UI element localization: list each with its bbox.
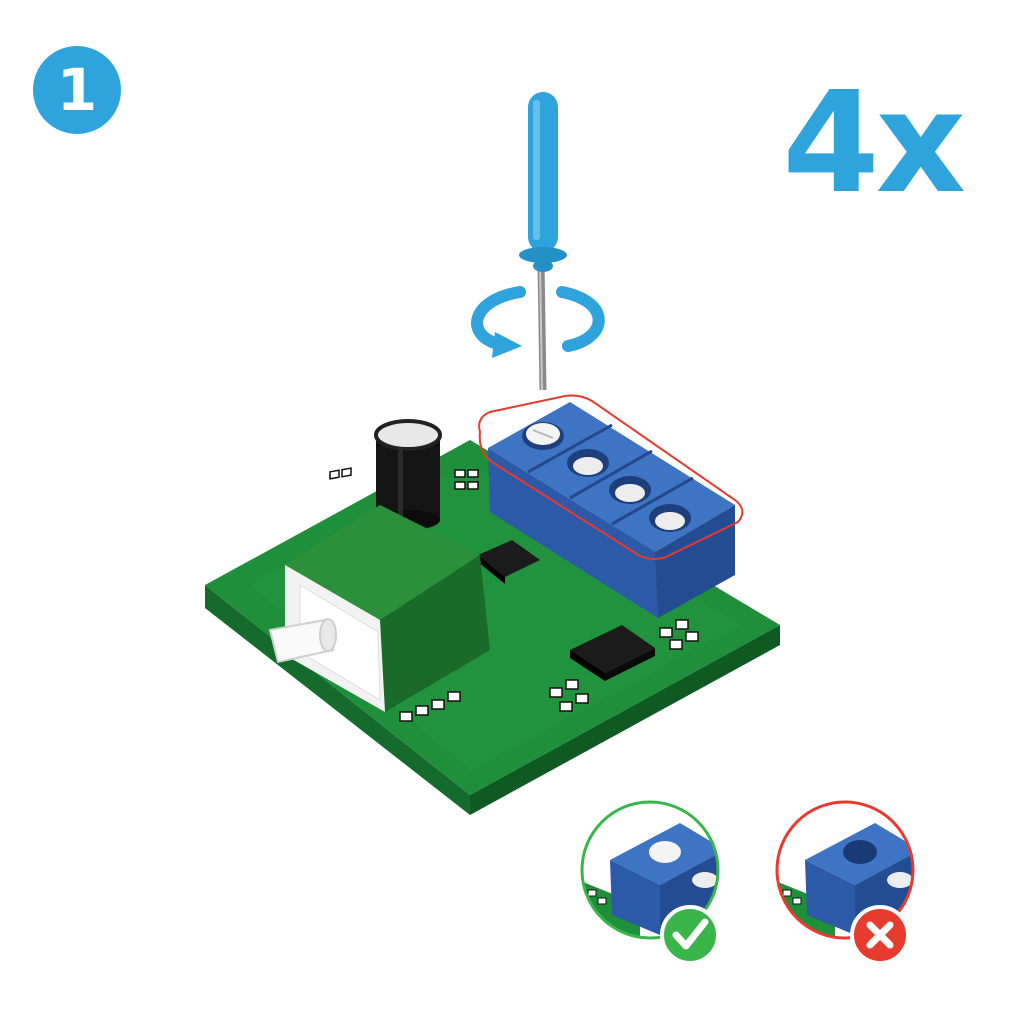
terminal-screw (649, 504, 691, 532)
terminal-screw (609, 476, 651, 504)
screwdriver-icon (519, 92, 567, 391)
ic-chip-left (478, 540, 540, 584)
terminal-screw (522, 422, 564, 450)
rotate-arrow-icon (471, 286, 605, 358)
incorrect-example (775, 800, 915, 965)
step-number: 1 (56, 56, 98, 124)
repeat-count-label: 4x (782, 62, 966, 225)
potentiometer (268, 505, 490, 712)
smd-pads (329, 467, 699, 722)
terminal-block (478, 394, 744, 618)
ic-chip-right (570, 625, 655, 681)
check-icon (660, 905, 720, 965)
terminal-screw (567, 449, 609, 477)
step-number-badge: 1 (33, 46, 121, 134)
highlight-outline (478, 394, 744, 560)
cross-icon (850, 905, 910, 965)
correct-example (580, 800, 720, 965)
